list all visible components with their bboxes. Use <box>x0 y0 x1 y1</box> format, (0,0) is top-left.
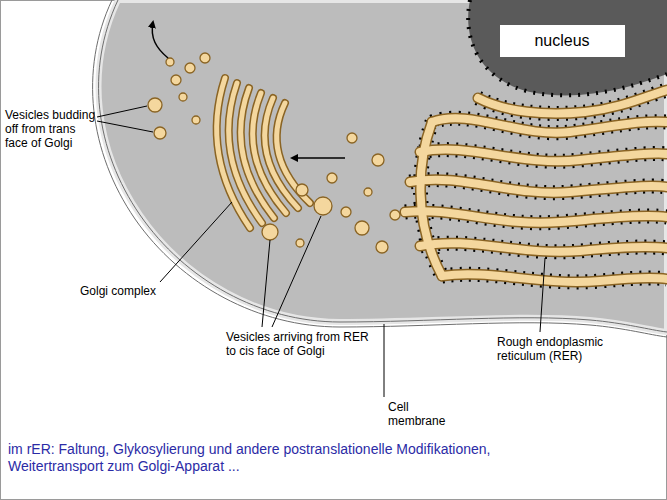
rer-outline <box>410 180 667 193</box>
rer-outline <box>420 122 442 276</box>
vesicle <box>192 116 200 124</box>
ribosomes <box>420 150 667 162</box>
vesicle <box>296 184 308 196</box>
transport-arrow <box>292 157 345 159</box>
rer-lumen <box>432 118 667 133</box>
rer-outline <box>420 150 667 162</box>
rer-outline <box>478 90 667 113</box>
ribosomes <box>405 211 667 223</box>
golgi-stack <box>217 78 310 228</box>
part-label: Vesicles arriving from RER to cis face o… <box>226 330 376 358</box>
cell-membrane-outer <box>93 0 667 337</box>
vesicle <box>171 75 181 85</box>
ribosomes <box>410 180 667 193</box>
nuclear-envelope <box>468 0 667 95</box>
part-label: Golgi complex <box>80 284 190 298</box>
rer-lumen <box>420 150 667 162</box>
rer-lumen <box>420 122 442 276</box>
rer-lumen <box>405 211 667 223</box>
vesicle <box>185 63 195 73</box>
vesicle <box>179 93 187 101</box>
rer-lumen <box>442 274 667 282</box>
transport-arrow <box>152 22 168 58</box>
leader-lines <box>97 106 545 397</box>
rough-er <box>405 90 667 282</box>
label-box: nucleus <box>500 25 625 57</box>
node-text: nucleus <box>500 32 625 50</box>
rer-lumen <box>420 243 667 252</box>
vesicle <box>341 207 351 217</box>
cell-membrane <box>99 0 667 332</box>
vesicle <box>314 197 332 215</box>
ribosomes <box>478 90 667 113</box>
rer-outline <box>442 274 667 282</box>
rer-outline <box>420 243 667 252</box>
vesicle <box>166 58 174 66</box>
vesicle <box>347 133 357 143</box>
vesicles <box>148 53 400 253</box>
rer-outline <box>432 118 667 133</box>
vesicle <box>376 241 388 253</box>
vesicle <box>355 221 369 235</box>
vesicle <box>364 188 372 196</box>
vesicle <box>390 210 400 220</box>
rer-lumen <box>478 90 667 113</box>
vesicle <box>296 239 304 247</box>
cytoplasm <box>99 0 667 332</box>
vesicle <box>327 173 337 183</box>
part-label: Rough endoplasmic reticulum (RER) <box>497 335 637 363</box>
vesicle <box>372 154 384 166</box>
nucleus-shape <box>468 0 667 95</box>
vesicle <box>154 127 166 139</box>
part-label: Cell membrane <box>388 400 458 428</box>
ribosomes <box>442 274 667 282</box>
ribosomes <box>432 118 667 133</box>
vesicle <box>148 98 162 112</box>
golgi-lumen <box>277 103 310 203</box>
ribosomes <box>420 243 667 252</box>
rer-lumen <box>410 180 667 193</box>
rer-outline <box>405 211 667 223</box>
part-label: Vesicles budding off from trans face of … <box>5 108 101 150</box>
vesicle <box>200 53 210 63</box>
golgi-cisterna <box>277 103 310 203</box>
vesicle <box>262 224 278 240</box>
caption: im rER: Faltung, Glykosylierung und ande… <box>8 441 568 475</box>
